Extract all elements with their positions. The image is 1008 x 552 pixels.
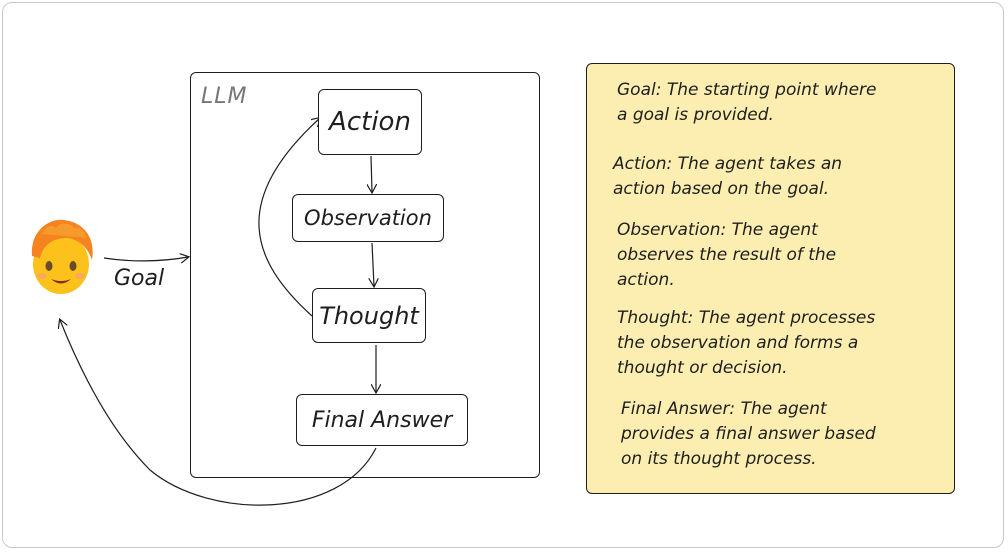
llm-label: LLM <box>201 84 248 109</box>
arrow-final-to-user <box>60 320 377 506</box>
arrow-observation-to-thought <box>372 242 374 286</box>
description-note: Goal: The starting point where a goal is… <box>586 63 955 494</box>
final-answer-node: Final Answer <box>296 394 468 446</box>
note-action: Action: The agent takes an action based … <box>613 154 843 199</box>
arrow-thought-to-action-loop <box>258 118 320 317</box>
thought-node: Thought <box>312 288 426 343</box>
note-thought: Thought: The agent processes the observa… <box>617 308 876 378</box>
smiling-child-emoji-icon <box>31 219 93 294</box>
goal-label: Goal <box>114 266 165 291</box>
note-goal: Goal: The starting point where a goal is… <box>617 80 877 125</box>
action-node: Action <box>318 89 422 155</box>
observation-node: Observation <box>292 194 444 242</box>
arrow-action-to-observation <box>371 155 372 192</box>
note-observation: Observation: The agent observes the resu… <box>617 220 837 290</box>
note-final-answer: Final Answer: The agent provides a final… <box>621 399 876 469</box>
llm-container <box>190 72 540 478</box>
arrow-goal-to-llm <box>103 257 188 261</box>
